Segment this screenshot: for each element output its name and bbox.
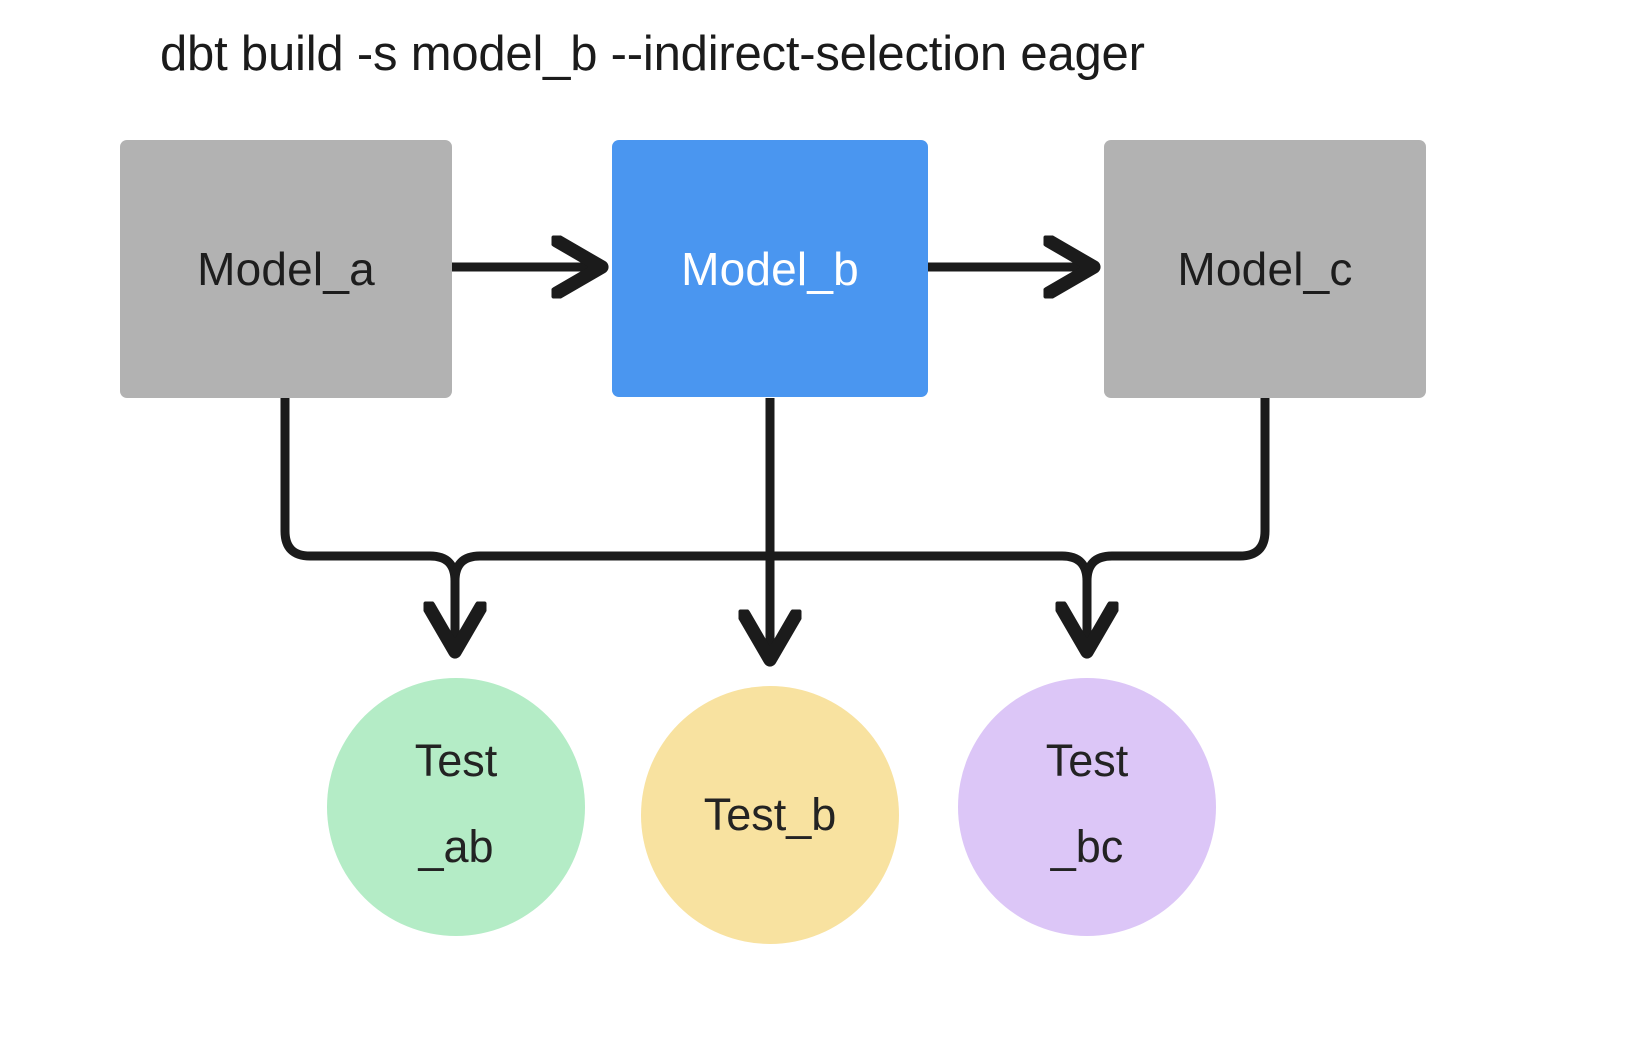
node-test-ab-label-line1: Test xyxy=(414,735,498,786)
node-model-a-label: Model_a xyxy=(197,243,375,295)
node-model-a[interactable]: Model_a xyxy=(120,140,452,398)
node-test-b-label-line1: Test_b xyxy=(703,789,837,840)
node-model-b-label: Model_b xyxy=(681,242,859,295)
node-test-bc-label-line1: Test xyxy=(1045,735,1129,786)
node-test-b[interactable]: Test_b xyxy=(641,686,899,944)
node-test-ab[interactable]: Test _ab xyxy=(327,678,585,936)
node-test-bc-label-line2: _bc xyxy=(1050,821,1124,872)
edge-model-a-to-test-ab xyxy=(280,398,455,650)
node-test-bc[interactable]: Test _bc xyxy=(958,678,1216,936)
edge-model-b-to-test-ab xyxy=(450,531,775,582)
edge-model-c-to-test-bc xyxy=(1082,398,1270,582)
node-model-c-label: Model_c xyxy=(1177,243,1353,295)
diagram-title: dbt build -s model_b --indirect-selectio… xyxy=(160,27,1145,81)
node-model-c[interactable]: Model_c xyxy=(1104,140,1426,398)
node-model-b[interactable]: Model_b xyxy=(612,140,928,397)
edge-model-b-to-test-bc xyxy=(765,531,1087,650)
node-test-ab-label-line2: _ab xyxy=(418,821,494,872)
